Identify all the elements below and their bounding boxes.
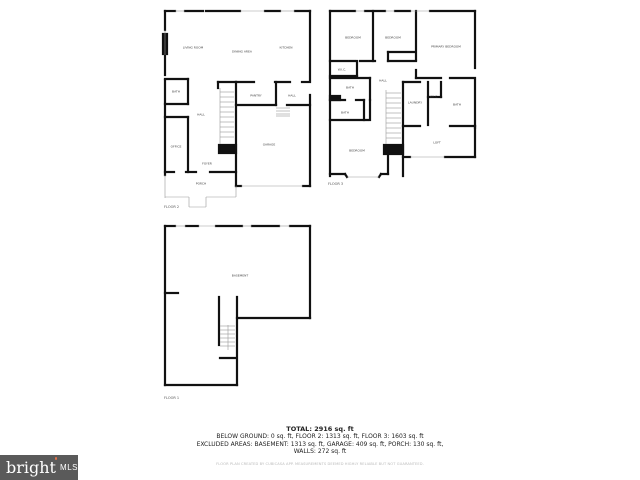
room-label: BATH [172,89,180,94]
room-label: BEDROOM [345,35,361,40]
floor-2-label: FLOOR 2 [164,205,180,209]
room-label: BATH [453,102,461,107]
room-label: LAUNDRY [407,100,423,105]
below-ground-breakdown: BELOW GROUND: 0 sq. ft, FLOOR 2: 1313 sq… [216,433,424,440]
logo-suffix: MLS [60,463,78,472]
room-label: HALL [288,93,296,98]
logo-dot-icon [54,457,58,460]
room-label: LIVING ROOM [182,45,204,50]
room-label: HALL [379,78,387,83]
room-label: BATH [346,85,354,90]
room-label: BEDROOM [385,35,401,40]
room-label: GARAGE [262,142,276,147]
room-label: W.I.C. [429,94,439,99]
excluded-areas-line2: WALLS: 272 sq. ft [293,448,347,455]
room-label: FOYER [202,161,212,166]
room-label: PORCH [195,181,207,186]
floor-1-label: FLOOR 1 [164,396,180,400]
room-label: PRIMARY BEDROOM [431,44,461,49]
room-label: KITCHEN [279,45,293,50]
logo-text: bright [6,457,56,477]
room-label: DINING AREA [232,49,252,54]
room-label: W.I.C. [337,67,347,72]
floor-3-label: FLOOR 3 [328,182,344,186]
room-label: BEDROOM [349,148,365,153]
disclaimer: FLOOR PLAN CREATED BY CUBICASA APP. MEAS… [216,462,424,466]
bright-mls-logo: bright MLS [0,455,78,480]
room-label: HALL [197,112,205,117]
area-summary: TOTAL: 2916 sq. ft BELOW GROUND: 0 sq. f… [150,425,490,456]
room-label: PANTRY [250,93,262,98]
room-label: BASEMENT [231,273,249,278]
total-area: TOTAL: 2916 sq. ft [286,425,354,433]
room-label: LOFT [433,140,441,145]
excluded-areas-line1: EXCLUDED AREAS: BASEMENT: 1313 sq. ft, G… [196,440,444,448]
room-label: OFFICE [170,144,182,149]
room-label: BATH [341,110,349,115]
